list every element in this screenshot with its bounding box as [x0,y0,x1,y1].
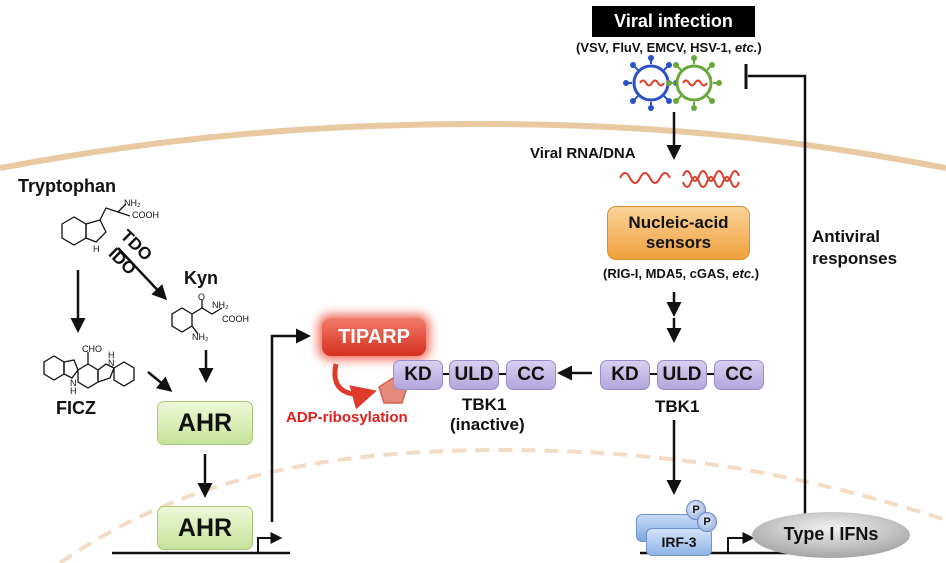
antiviral-responses-label: Antiviral responses [812,227,898,268]
irf3-box: IRF-3 [646,528,712,556]
ahr-nucleus-box: AHR [157,506,253,550]
adp-ribosylation-arrow [332,363,377,410]
ficz-n1: N [70,378,77,388]
kyn-cooh: COOH [222,314,249,324]
antiviral-feedback-line [748,74,807,515]
tbk1-inactive-cc-domain: CC [506,360,556,390]
ficz-label: FICZ [56,398,96,418]
kyn-label: Kyn [184,268,219,288]
ficz-cho: CHO [82,344,102,354]
tbk1-inactive-uld-domain: ULD [449,360,499,390]
virus-green-icon [666,55,722,111]
cell-membrane [0,120,946,171]
viral-rna-dna-label: Viral RNA/DNA [530,145,636,162]
trp-nh: H [93,244,100,254]
ficz-structure-icon [43,352,135,389]
tryptophan-structure-icon [61,203,131,246]
viral-dna-helix [682,170,740,188]
tss-arrow-right [727,532,755,553]
adp-ribosylation-label: ADP-ribosylation [286,409,408,426]
sensor-examples: (RIG-I, MDA5, cGAS, etc.) [603,266,760,281]
tbk1-inactive-name: TBK1 [462,395,507,414]
arrow-ficz-to-ahr [147,371,173,392]
ficz-n2: N [108,358,115,368]
tbk1-active-cc-domain: CC [714,360,764,390]
tbk1-inactive-kd-domain: KD [393,360,443,390]
type1-ifns-label: Type I IFNs [783,524,879,544]
viral-rna-wave [619,172,671,184]
kyn-nh2-ring: NH₂ [192,332,209,342]
arrow-ahr-to-tiparp [270,328,311,522]
trp-nh2: NH₂ [124,198,141,208]
phospho-p2-badge: P [697,512,717,532]
ficz-h2: H [108,350,115,360]
ficz-h1: H [70,386,77,396]
kyn-o: O [198,292,206,302]
tbk1-active-name: TBK1 [655,397,700,416]
tbk1-active-uld-domain: ULD [657,360,707,390]
ahr-cytoplasm-box: AHR [157,401,253,445]
tss-arrow-left [257,532,283,553]
kynurenine-structure-icon [171,300,223,335]
arrow-trp-to-kyn [117,247,168,301]
viral-examples: (VSV, FluV, EMCV, HSV-1, etc.) [576,40,762,55]
tbk1-active-kd-domain: KD [600,360,650,390]
nuclear-membrane [58,447,946,563]
type1-ifn-ellipse [752,512,910,558]
nucleic-acid-sensors-box: Nucleic-acid sensors [607,206,750,260]
trp-cooh: COOH [132,210,159,220]
tbk1-inactive-state: (inactive) [450,415,525,434]
tiparp-box: TIPARP [322,318,426,356]
viral-infection-title: Viral infection [592,6,755,37]
kyn-nh2-chain: NH₂ [212,300,229,310]
tryptophan-label: Tryptophan [18,176,116,196]
